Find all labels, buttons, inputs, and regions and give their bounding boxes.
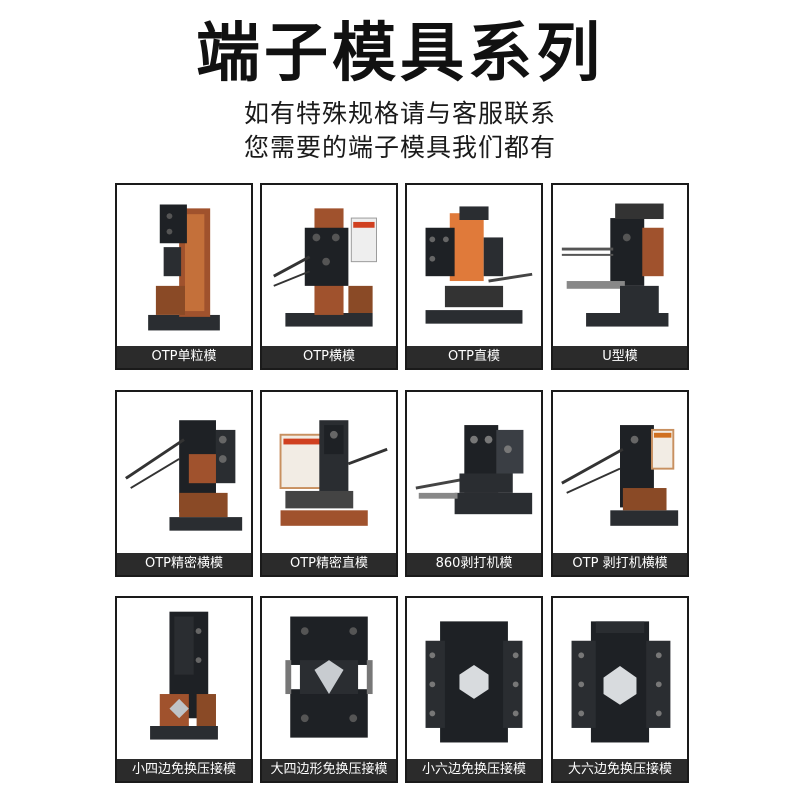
subtitle-line-2: 您需要的端子模具我们都有 [243,133,556,162]
product-card-u-type[interactable]: U型模 [551,183,689,370]
mold-photo [557,189,683,344]
product-label: OTP直模 [407,346,541,368]
product-card-large-hex-crimp[interactable]: 大六边免换压接模 [551,596,689,783]
product-label: 860剥打机模 [407,553,541,575]
mold-photo [266,396,392,551]
product-card-otp-precision-vertical[interactable]: OTP精密直模 [260,390,398,577]
product-card-small-quad-crimp[interactable]: 小四边免换压接模 [115,596,253,783]
mold-photo [121,396,247,551]
product-label: 大六边免换压接模 [553,759,687,781]
product-label: U型模 [553,346,687,368]
mold-photo [411,396,537,551]
mold-photo [411,602,537,757]
product-card-large-quad-crimp[interactable]: 大四边形免换压接模 [260,596,398,783]
product-card-small-hex-crimp[interactable]: 小六边免换压接模 [405,596,543,783]
product-card-otp-horizontal[interactable]: OTP横模 [260,183,398,370]
product-card-otp-stripping-horizontal[interactable]: OTP 剥打机横模 [551,390,689,577]
product-label: 小四边免换压接模 [117,759,251,781]
product-card-otp-single[interactable]: OTP单粒模 [115,183,253,370]
product-label: OTP精密横模 [117,553,251,575]
mold-photo [557,602,683,757]
product-label: OTP横模 [262,346,396,368]
mold-photo [411,189,537,344]
mold-photo [266,602,392,757]
mold-photo [121,602,247,757]
mold-photo [266,189,392,344]
product-label: OTP 剥打机横模 [553,553,687,575]
product-label: OTP精密直模 [262,553,396,575]
mold-photo [121,189,247,344]
product-label: 大四边形免换压接模 [262,759,396,781]
product-card-860-stripping[interactable]: 860剥打机模 [405,390,543,577]
subtitle-line-1: 如有特殊规格请与客服联系 [243,99,556,128]
mold-photo [557,396,683,551]
page-title: 端子模具系列 [196,17,604,91]
product-card-otp-vertical[interactable]: OTP直模 [405,183,543,370]
product-card-otp-precision-horizontal[interactable]: OTP精密横模 [115,390,253,577]
product-label: 小六边免换压接模 [407,759,541,781]
product-label: OTP单粒模 [117,346,251,368]
